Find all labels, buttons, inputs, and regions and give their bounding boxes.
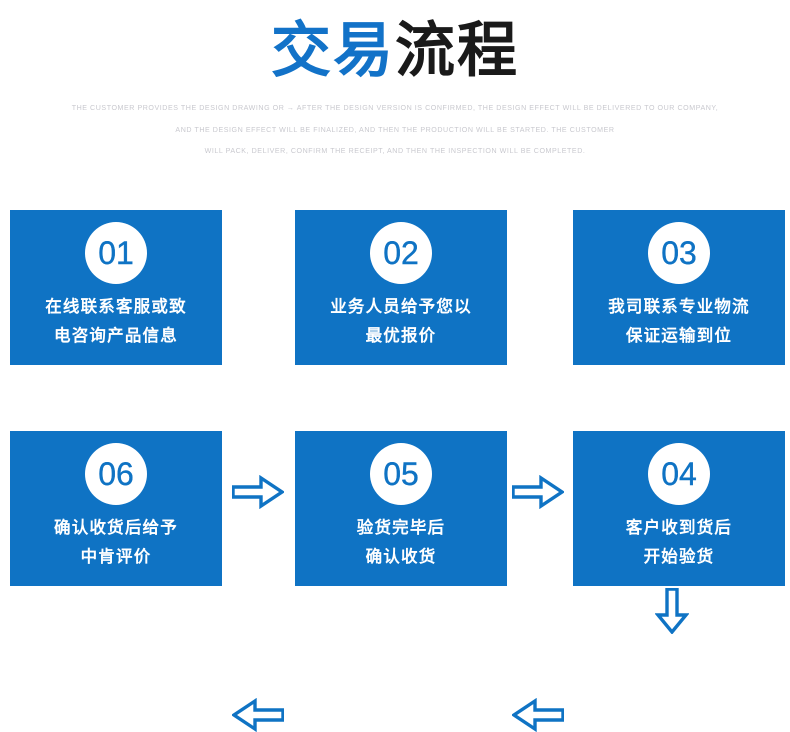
- step-number-badge: 06: [85, 443, 147, 505]
- step-description-line-1: 验货完毕后: [356, 519, 446, 537]
- step-number-label: 02: [383, 235, 419, 271]
- arrow-right-icon: [512, 475, 564, 509]
- step-number-badge: 05: [370, 443, 432, 505]
- step-number-badge: 04: [648, 443, 710, 505]
- page-header: 交易流程 THE CUSTOMER PROVIDES THE DESIGN DR…: [0, 0, 790, 163]
- step-number-badge: 03: [648, 222, 710, 284]
- step-number-label: 06: [98, 456, 134, 492]
- step-description: 确认收货后给予 中肯评价: [54, 514, 178, 572]
- flow-step-01: 01 在线联系客服或致 电咨询产品信息: [10, 210, 222, 365]
- step-number-badge: 02: [370, 222, 432, 284]
- subtitle-line-3: WILL PACK, DELIVER, CONFIRM THE RECEIPT,…: [204, 147, 586, 155]
- step-description-line-1: 客户收到货后: [625, 519, 733, 537]
- step-number-label: 04: [661, 456, 697, 492]
- step-number-label: 05: [383, 456, 419, 492]
- step-number-label: 03: [661, 235, 697, 271]
- step-description-line-2: 中肯评价: [80, 548, 152, 566]
- step-description-line-1: 我司联系专业物流: [608, 298, 750, 316]
- step-number-label: 01: [98, 235, 134, 271]
- step-description-line-1: 业务人员给予您以: [330, 298, 472, 316]
- subtitle-block: THE CUSTOMER PROVIDES THE DESIGN DRAWING…: [0, 98, 790, 163]
- step-description-line-2: 最优报价: [365, 327, 437, 345]
- step-description-line-1: 在线联系客服或致: [45, 298, 187, 316]
- step-description-line-2: 电咨询产品信息: [54, 327, 178, 345]
- step-description: 客户收到货后 开始验货: [626, 514, 732, 572]
- arrow-left-icon: [232, 698, 284, 732]
- step-description-line-2: 保证运输到位: [625, 327, 733, 345]
- step-description: 业务人员给予您以 最优报价: [330, 293, 472, 351]
- page-title-rest: 流程: [395, 17, 519, 84]
- arrow-left-icon: [512, 698, 564, 732]
- transaction-flow-diagram: 01 在线联系客服或致 电咨询产品信息 02 业务人员给予您以 最优报价 03 …: [0, 210, 790, 732]
- page-title-highlight: 交易: [271, 17, 395, 84]
- flow-step-03: 03 我司联系专业物流 保证运输到位: [573, 210, 785, 365]
- subtitle-line-2: AND THE DESIGN EFFECT WILL BE FINALIZED,…: [175, 125, 615, 134]
- step-number-badge: 01: [85, 222, 147, 284]
- arrow-right-icon: [232, 475, 284, 509]
- step-description-line-2: 确认收货: [365, 548, 437, 566]
- step-description-line-2: 开始验货: [643, 548, 715, 566]
- subtitle-line-1: THE CUSTOMER PROVIDES THE DESIGN DRAWING…: [71, 104, 719, 112]
- page-title: 交易流程: [0, 14, 790, 88]
- flow-step-02: 02 业务人员给予您以 最优报价: [295, 210, 507, 365]
- step-description: 我司联系专业物流 保证运输到位: [608, 293, 750, 351]
- step-description: 验货完毕后 确认收货: [357, 514, 446, 572]
- step-description: 在线联系客服或致 电咨询产品信息: [45, 293, 187, 351]
- arrow-down-icon: [655, 588, 689, 634]
- flow-step-06: 06 确认收货后给予 中肯评价: [10, 431, 222, 586]
- flow-step-05: 05 验货完毕后 确认收货: [295, 431, 507, 586]
- flow-step-04: 04 客户收到货后 开始验货: [573, 431, 785, 586]
- step-description-line-1: 确认收货后给予: [54, 519, 178, 537]
